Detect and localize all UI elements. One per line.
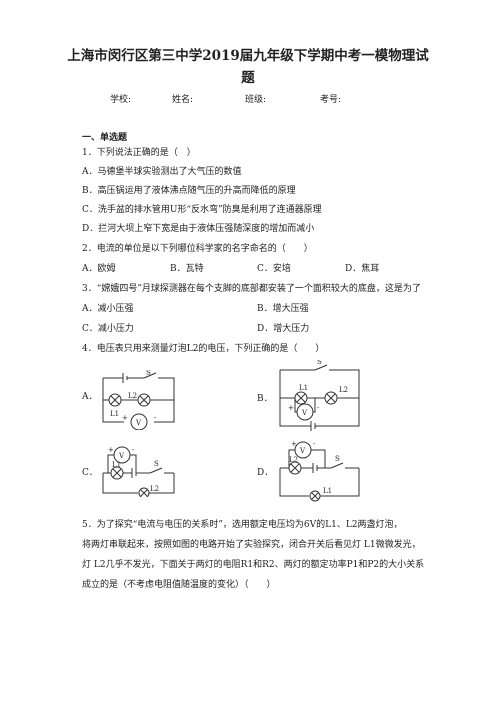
svg-text:S: S (154, 460, 159, 468)
svg-text:V: V (301, 409, 308, 417)
class-label: 班级: (245, 95, 267, 105)
q2-option-c: C．安培 (257, 264, 291, 274)
svg-text:L2: L2 (339, 386, 348, 394)
q2-option-b: B．瓦特 (170, 264, 204, 274)
q1-option-c: C．洗手盆的排水管用U形“反水弯”防臭是利用了连通器原理 (82, 205, 322, 215)
svg-text:-: - (132, 446, 135, 454)
svg-text:S: S (146, 370, 151, 377)
q4-option-b: B． (257, 394, 273, 404)
page-title: 上海市闵行区第三中学2019届九年级下学期中考一模物理试 (67, 48, 429, 64)
q5-text-line-3: 灯 L2几乎不发光，下面关于两灯的电阻R1和R2、两灯的额定功率P1和P2的大小… (82, 560, 425, 570)
circuit-a-diagram: S L2 L1 V + - (102, 370, 175, 430)
q2-stem: 2．电流的单位是以下列哪位科学家的名字命名的（ ） (82, 244, 313, 254)
q3-option-d: D．增大压力 (257, 324, 310, 334)
q3-stem: 3．“嫦娥四号”月球探测器在每个支脚的底部都安装了一个面积较大的底盘，这是为了 (82, 284, 421, 294)
section-title: 一、单选题 (82, 133, 128, 143)
svg-text:L2: L2 (128, 392, 137, 400)
svg-text:L1: L1 (112, 461, 121, 469)
svg-text:S: S (335, 455, 340, 463)
svg-text:L2: L2 (150, 485, 159, 493)
svg-text:+: + (122, 414, 128, 422)
name-label: 姓名: (172, 95, 194, 105)
svg-text:-: - (313, 440, 316, 448)
svg-text:V: V (299, 447, 306, 455)
q1-option-d: D．拦河大坝上窄下宽是由于液体压强随深度的增加而减小 (82, 224, 315, 234)
q3-option-b: B．增大压强 (257, 304, 309, 314)
svg-text:L1: L1 (299, 384, 308, 392)
svg-text:V: V (135, 419, 142, 427)
q4-option-a: A． (82, 392, 98, 402)
q4-option-d: D． (257, 468, 274, 478)
circuit-d-diagram: V + - L2 S L1 (279, 440, 360, 502)
svg-text:L1: L1 (323, 487, 332, 495)
q3-option-a: A．减小压强 (82, 304, 134, 314)
q2-option-a: A．欧姆 (82, 264, 116, 274)
q5-text-line-1: 5．为了探究“电流与电压的关系时”，选用额定电压均为6V的L1、L2两盏灯泡， (82, 520, 403, 530)
page-title-cont: 题 (241, 70, 255, 86)
q1-stem: 1．下列说法正确的是（ ） (82, 148, 196, 158)
q2-option-d: D．焦耳 (345, 264, 380, 274)
q4-option-c: C． (82, 468, 98, 478)
svg-text:V: V (118, 452, 125, 460)
svg-text:+: + (108, 446, 114, 454)
svg-text:-: - (317, 404, 320, 412)
q5-text-line-2: 将两灯串联起来，按照如图的电路开始了实验探究，闭合开关后看见灯 L1微微发光， (82, 540, 421, 550)
q5-text-line-4: 成立的是（不考虑电阻值随温度的变化）（ ） (82, 580, 276, 590)
svg-text:+: + (291, 440, 297, 448)
circuit-b-diagram: S L1 L2 V + - (279, 360, 360, 431)
q3-option-c: C．减小压力 (82, 324, 134, 334)
q1-option-b: B．高压锅运用了液体沸点随气压的升高而降低的原理 (82, 186, 296, 196)
svg-text:+: + (288, 404, 294, 412)
q4-stem: 4．电压表只用来测量灯泡L2的电压，下列正确的是（ ） (82, 344, 325, 354)
svg-text:-: - (154, 414, 157, 422)
circuit-c-diagram: V + - L1 S L2 (102, 446, 175, 497)
svg-text:S: S (317, 360, 322, 366)
svg-text:L2: L2 (289, 456, 298, 464)
school-label: 学校: (110, 95, 132, 105)
exam-number-label: 考号: (320, 95, 342, 105)
svg-text:L1: L1 (110, 410, 119, 418)
q1-option-a: A．马德堡半球实验测出了大气压的数值 (82, 167, 242, 177)
